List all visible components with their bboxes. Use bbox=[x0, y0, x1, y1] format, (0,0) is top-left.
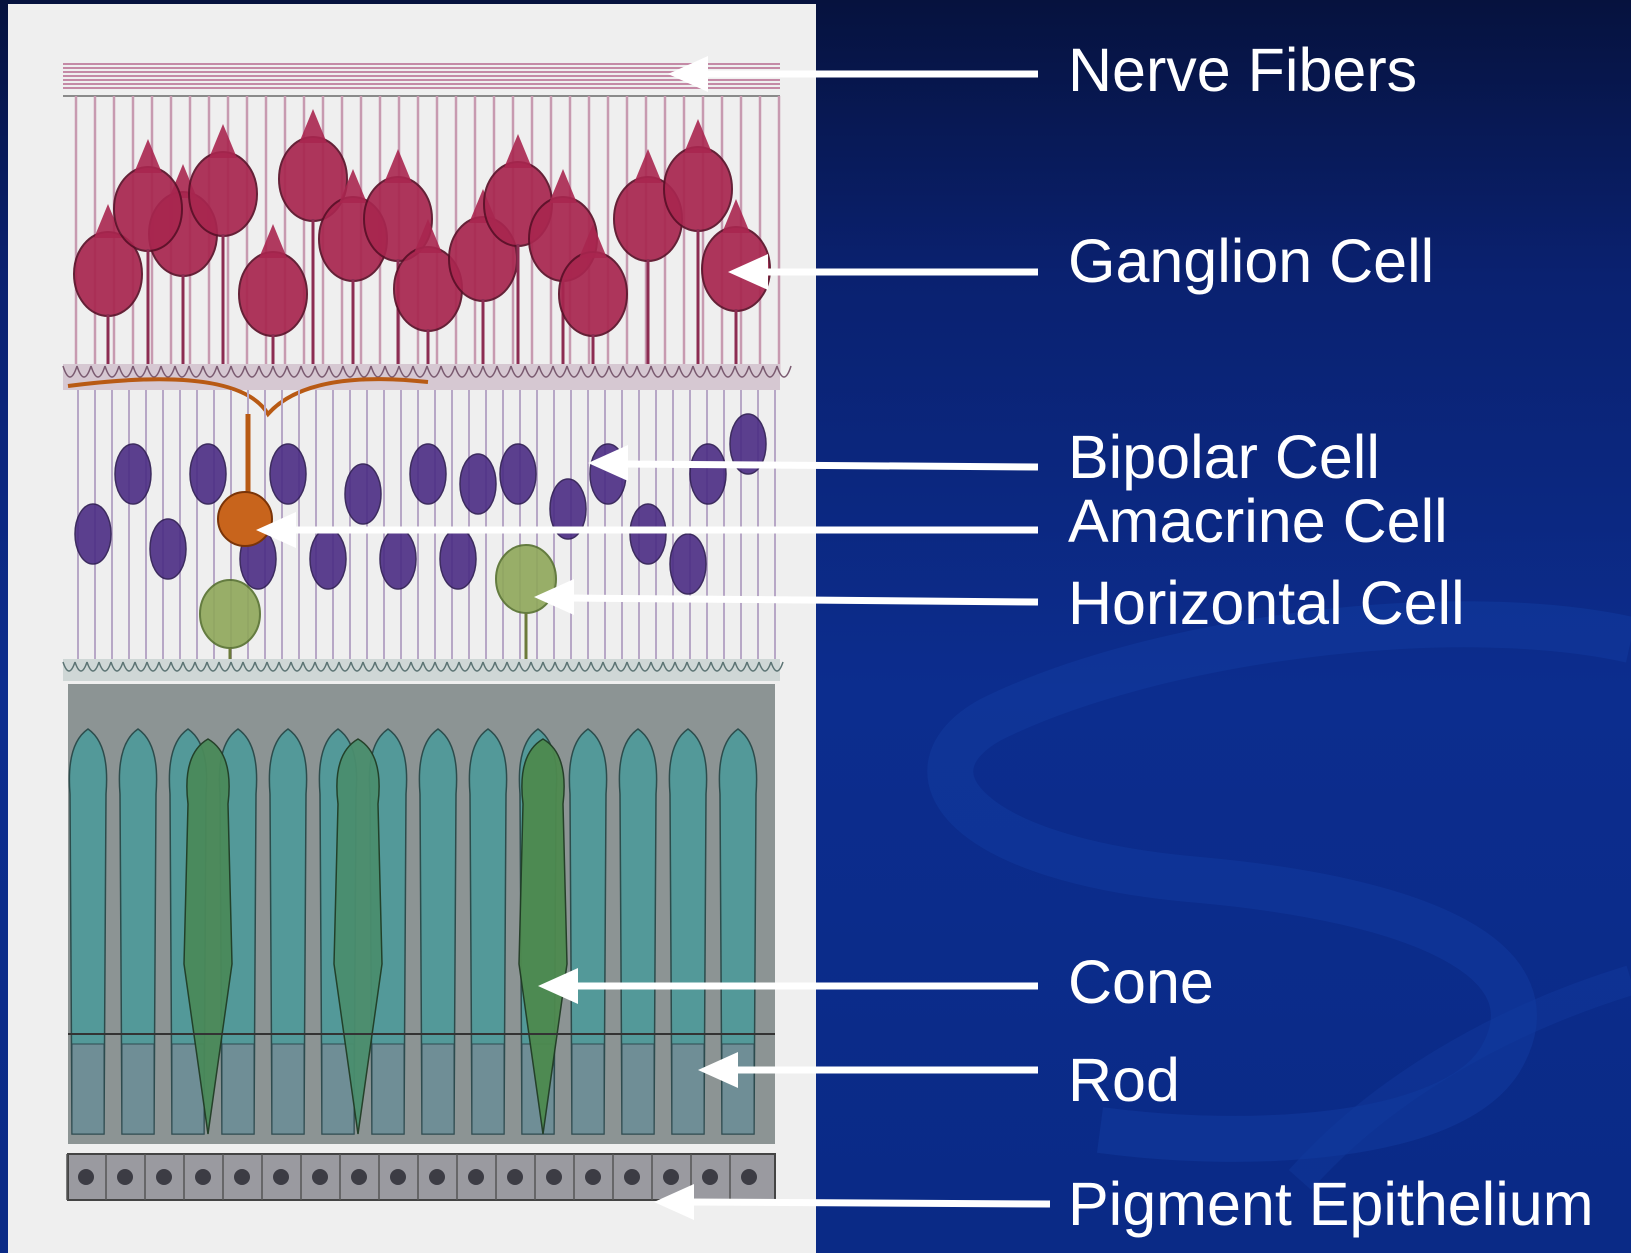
ganglion-cell-layer bbox=[74, 96, 779, 374]
pigment-cell-nucleus bbox=[429, 1169, 445, 1185]
pigment-cell-nucleus bbox=[273, 1169, 289, 1185]
ganglion-cell bbox=[189, 152, 257, 236]
pigment-cell-nucleus bbox=[156, 1169, 172, 1185]
bipolar-cell bbox=[590, 444, 626, 504]
bipolar-cell bbox=[270, 444, 306, 504]
bipolar-cell bbox=[500, 444, 536, 504]
pigment-cell-nucleus bbox=[78, 1169, 94, 1185]
label-amacrine-cell: Amacrine Cell bbox=[1068, 491, 1448, 552]
horizontal-cell bbox=[496, 545, 556, 613]
pigment-cell-nucleus bbox=[507, 1169, 523, 1185]
pigment-cell-nucleus bbox=[117, 1169, 133, 1185]
ganglion-cell bbox=[239, 252, 307, 336]
pigment-cell-nucleus bbox=[585, 1169, 601, 1185]
bipolar-cell bbox=[115, 444, 151, 504]
photoreceptor-layer bbox=[68, 684, 775, 1144]
nerve-fiber-layer bbox=[63, 64, 780, 96]
bipolar-cell bbox=[345, 464, 381, 524]
pigment-cell-nucleus bbox=[351, 1169, 367, 1185]
bipolar-cell bbox=[730, 414, 766, 474]
ganglion-cell bbox=[664, 147, 732, 231]
bipolar-cell bbox=[190, 444, 226, 504]
bipolar-cell bbox=[380, 529, 416, 589]
label-nerve-fibers: Nerve Fibers bbox=[1068, 40, 1417, 101]
pigment-cell-nucleus bbox=[663, 1169, 679, 1185]
ganglion-cell bbox=[114, 167, 182, 251]
bipolar-cell bbox=[460, 454, 496, 514]
horizontal-cell bbox=[200, 580, 260, 648]
pigment-cell-nucleus bbox=[741, 1169, 757, 1185]
label-pigment-epithelium: Pigment Epithelium bbox=[1068, 1174, 1594, 1235]
ganglion-cell bbox=[702, 227, 770, 311]
outer-plexiform-layer bbox=[63, 659, 783, 681]
ganglion-cell bbox=[559, 252, 627, 336]
bipolar-cell bbox=[75, 504, 111, 564]
bipolar-cell bbox=[550, 479, 586, 539]
retina-illustration-panel bbox=[8, 4, 816, 1253]
label-horizontal-cell: Horizontal Cell bbox=[1068, 573, 1465, 634]
bipolar-cell bbox=[630, 504, 666, 564]
pigment-cell-nucleus bbox=[390, 1169, 406, 1185]
bipolar-cell-layer bbox=[75, 390, 775, 672]
pigment-cell-nucleus bbox=[624, 1169, 640, 1185]
pigment-cell-nucleus bbox=[702, 1169, 718, 1185]
amacrine-cell bbox=[218, 492, 272, 546]
pigment-cell-nucleus bbox=[546, 1169, 562, 1185]
label-rod: Rod bbox=[1068, 1050, 1180, 1111]
label-bipolar-cell: Bipolar Cell bbox=[1068, 427, 1380, 488]
bipolar-cell bbox=[690, 444, 726, 504]
bipolar-cell bbox=[440, 529, 476, 589]
pigment-cell-nucleus bbox=[312, 1169, 328, 1185]
bipolar-cell bbox=[150, 519, 186, 579]
bipolar-cell bbox=[410, 444, 446, 504]
pigment-cell-nucleus bbox=[195, 1169, 211, 1185]
label-ganglion-cell: Ganglion Cell bbox=[1068, 231, 1434, 292]
pigment-cell-nucleus bbox=[468, 1169, 484, 1185]
inner-plexiform-layer bbox=[63, 364, 791, 414]
pigment-cell-nucleus bbox=[234, 1169, 250, 1185]
bipolar-cell bbox=[310, 529, 346, 589]
bipolar-cell bbox=[670, 534, 706, 594]
label-cone: Cone bbox=[1068, 952, 1214, 1013]
pigment-epithelium-layer bbox=[67, 1154, 775, 1200]
retina-illustration bbox=[8, 4, 816, 1253]
